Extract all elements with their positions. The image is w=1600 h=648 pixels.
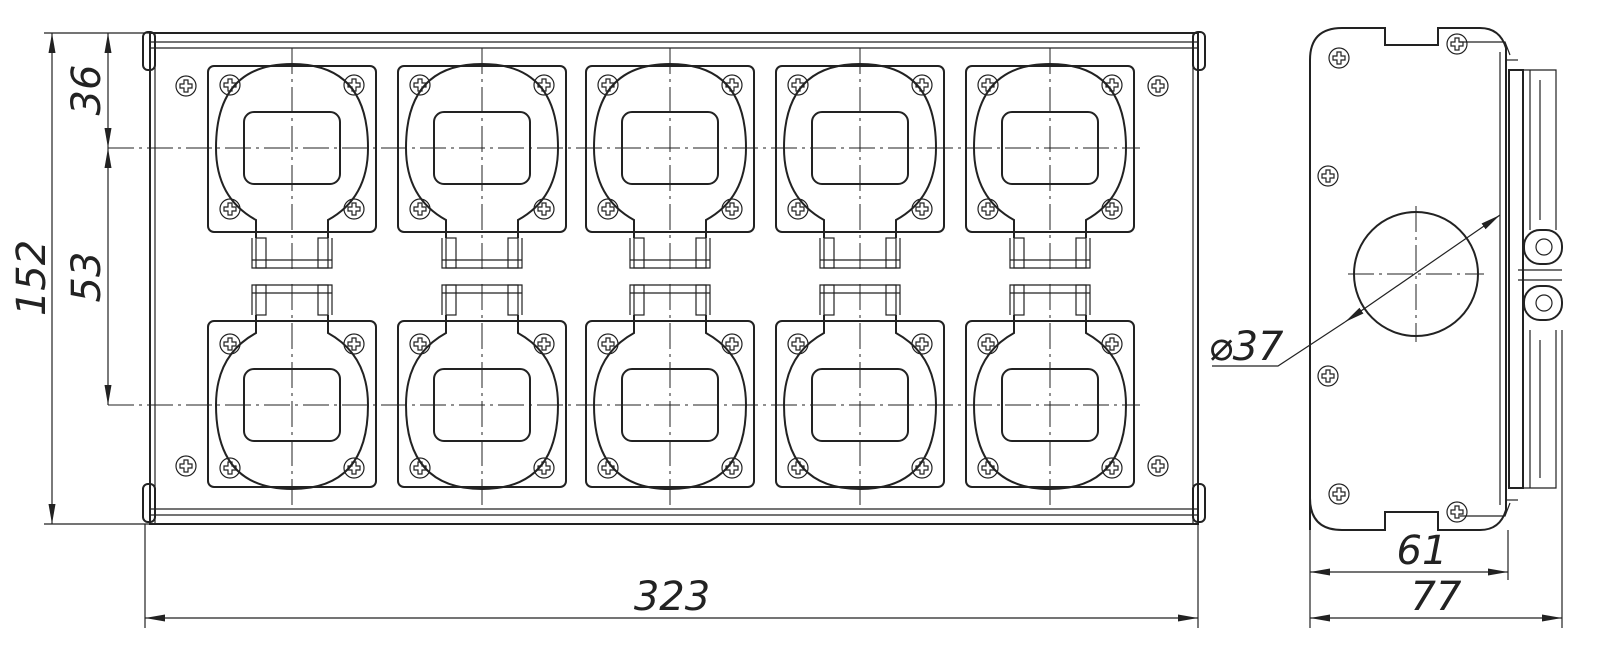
socket-screw-icon <box>343 333 365 355</box>
socket-screw-icon <box>533 198 555 220</box>
enclosure-body <box>149 32 1199 525</box>
socket <box>207 280 377 505</box>
socket-screw-icon <box>977 198 999 220</box>
side-dimensions: 61 77 <box>1309 330 1563 628</box>
panel-screw-icon <box>1147 455 1169 477</box>
socket-screw-icon <box>219 198 241 220</box>
socket <box>775 48 945 273</box>
socket-screw-icon <box>787 198 809 220</box>
hinge <box>1523 229 1563 265</box>
dim-overall-width: 323 <box>634 574 710 620</box>
socket <box>965 280 1135 505</box>
socket <box>965 48 1135 273</box>
end-cap <box>142 31 156 71</box>
socket-screw-icon <box>911 198 933 220</box>
socket-screw-icon <box>977 333 999 355</box>
side-screw-icon <box>1317 165 1339 187</box>
socket-screw-icon <box>911 333 933 355</box>
dim-overall-height: 152 <box>9 240 55 316</box>
dim-line-diameter <box>1344 214 1501 323</box>
side-screw-icon <box>1328 483 1350 505</box>
end-cap <box>1192 483 1206 523</box>
dim-hole-diameter: ⌀37 <box>1209 324 1285 370</box>
socket-screw-icon <box>597 198 619 220</box>
socket <box>207 48 377 273</box>
dim-depth-inner: 61 <box>1397 528 1448 574</box>
socket-screw-icon <box>409 198 431 220</box>
side-screw-icon <box>1317 365 1339 387</box>
dim-top-offset: 36 <box>64 65 110 116</box>
socket-screw-icon <box>721 198 743 220</box>
socket-screw-icon <box>597 333 619 355</box>
side-screw-icon <box>1328 47 1350 69</box>
socket-screw-icon <box>343 198 365 220</box>
socket-screw-icon <box>1101 333 1123 355</box>
socket-screw-icon <box>409 333 431 355</box>
side-screw-icon <box>1446 33 1468 55</box>
panel-screw-icon <box>175 75 197 97</box>
side-view: ⌀37 <box>1209 27 1563 531</box>
socket-profile <box>1508 69 1524 489</box>
socket-grid <box>207 48 1135 505</box>
socket <box>585 48 755 273</box>
socket <box>775 280 945 505</box>
socket-screw-icon <box>1101 198 1123 220</box>
hinge <box>1523 285 1563 321</box>
socket-screw-icon <box>721 333 743 355</box>
end-cap <box>1192 31 1206 71</box>
front-dimensions: 152 36 53 323 <box>9 32 1199 628</box>
end-cap <box>142 483 156 523</box>
front-view <box>108 31 1206 525</box>
side-body <box>1309 27 1507 531</box>
panel-screw-icon <box>1147 75 1169 97</box>
socket-screw-icon <box>787 333 809 355</box>
socket <box>397 280 567 505</box>
socket <box>397 48 567 273</box>
side-screw-icon <box>1446 501 1468 523</box>
dim-row-spacing: 53 <box>64 252 110 303</box>
socket <box>585 280 755 505</box>
panel-screw-icon <box>175 455 197 477</box>
socket-screw-icon <box>219 333 241 355</box>
socket-screw-icon <box>533 333 555 355</box>
dim-depth-outer: 77 <box>1411 574 1462 620</box>
